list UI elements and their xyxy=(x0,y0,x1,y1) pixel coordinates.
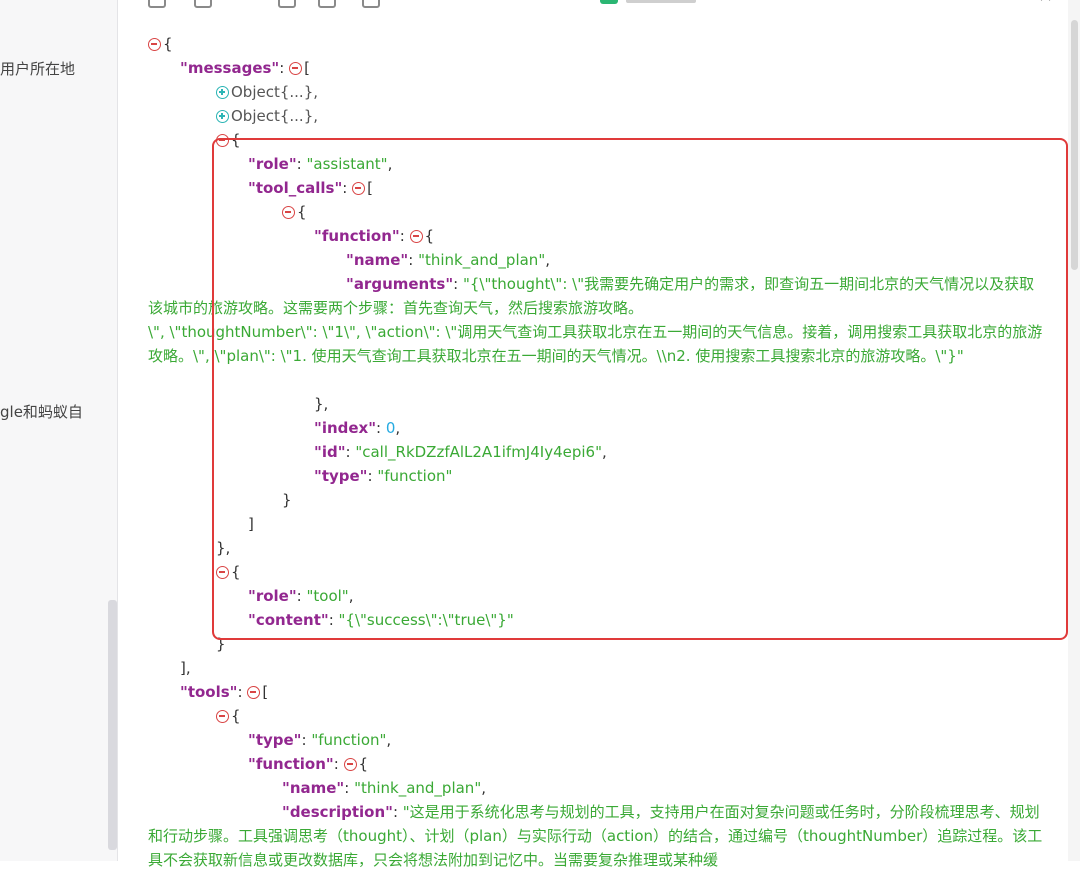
json-line: "function": { xyxy=(314,227,435,245)
sidebar-item[interactable]: gle和蚂蚁自 xyxy=(0,403,83,421)
json-line: "id": "call_RkDZzfAlL2A1ifmJ4Iy4epi6", xyxy=(314,443,607,461)
toolbar: ✕ xyxy=(118,0,1080,8)
json-line: { xyxy=(282,202,307,222)
json-line: } xyxy=(216,635,226,653)
collapse-icon[interactable] xyxy=(409,230,423,243)
json-line: "type": "function", xyxy=(248,731,392,749)
json-line: { xyxy=(216,706,241,726)
json-line: "type": "function" xyxy=(314,467,453,485)
json-key: "messages" xyxy=(180,59,280,77)
collapse-icon[interactable] xyxy=(343,758,357,771)
sidebar-scrollbar[interactable] xyxy=(108,600,117,850)
toolbar-icon[interactable] xyxy=(148,0,166,8)
json-key: "name" xyxy=(346,251,409,269)
json-line: "name": "think_and_plan", xyxy=(282,779,486,797)
json-line: { xyxy=(216,562,241,582)
json-string: "{\"thought\": \"我需要先确定用户的需求，即查询五一期间北京的天… xyxy=(148,275,1035,317)
json-key: "role" xyxy=(248,155,297,173)
json-line: "name": "think_and_plan", xyxy=(346,251,550,269)
json-line: ] xyxy=(248,515,254,533)
collapse-icon[interactable] xyxy=(247,686,261,699)
json-line: }, xyxy=(216,539,231,557)
json-line: "role": "assistant", xyxy=(248,155,393,173)
expand-icon[interactable] xyxy=(216,110,229,123)
json-key: "tools" xyxy=(180,683,238,701)
json-line: "index": 0, xyxy=(314,419,401,437)
json-key: "name" xyxy=(282,779,345,797)
sidebar-item[interactable]: 用户所在地 xyxy=(0,60,76,78)
expand-icon[interactable] xyxy=(216,86,229,99)
json-key: "type" xyxy=(248,731,302,749)
json-string: "{\"success\":\"true\"}" xyxy=(338,611,514,629)
json-line: "tools": [ xyxy=(180,683,269,701)
json-key: "type" xyxy=(314,467,368,485)
json-line: ], xyxy=(180,659,191,677)
json-line: "description": "这是用于系统化思考与规划的工具，支持用户在面对复… xyxy=(148,803,1043,869)
json-string: \", \"thoughtNumber\": \"1\", \"action\"… xyxy=(148,323,1043,365)
json-viewer: { "messages": [ Object{...}, Object{...}… xyxy=(148,0,1048,869)
json-line: "tool_calls": [ xyxy=(248,179,373,197)
collapse-icon[interactable] xyxy=(216,566,229,579)
json-line: Object{...}, xyxy=(216,82,318,102)
toolbar-icon[interactable] xyxy=(362,0,380,8)
json-line: "role": "tool", xyxy=(248,587,354,605)
json-line: "messages": [ xyxy=(180,59,310,77)
json-key: "index" xyxy=(314,419,377,437)
json-key: "function" xyxy=(314,227,400,245)
json-key: "arguments" xyxy=(346,275,454,293)
collapse-icon[interactable] xyxy=(352,182,366,195)
collapsed-object[interactable]: Object{...}, xyxy=(231,83,319,101)
collapse-icon[interactable] xyxy=(282,206,295,219)
collapsed-object[interactable]: Object{...}, xyxy=(231,107,319,125)
json-string: "think_and_plan" xyxy=(354,779,482,797)
json-key: "description" xyxy=(282,803,393,821)
json-key: "function" xyxy=(248,755,334,773)
json-line: "content": "{\"success\":\"true\"}" xyxy=(248,611,514,629)
toolbar-badge-icon[interactable] xyxy=(600,0,618,4)
json-line: } xyxy=(282,491,292,509)
json-line: "function": { xyxy=(248,755,369,773)
vertical-scrollbar-thumb[interactable] xyxy=(1071,20,1078,270)
json-line: }, xyxy=(314,395,329,413)
json-line: "arguments": "{\"thought\": \"我需要先确定用户的需… xyxy=(148,275,1035,317)
json-string: "think_and_plan" xyxy=(418,251,546,269)
toolbar-icon[interactable] xyxy=(318,0,336,8)
collapse-icon[interactable] xyxy=(289,62,303,75)
sidebar-divider xyxy=(117,0,118,861)
close-icon[interactable]: ✕ xyxy=(1038,0,1053,7)
json-key: "role" xyxy=(248,587,297,605)
json-string: "function" xyxy=(311,731,387,749)
toolbar-label xyxy=(626,0,696,3)
highlight-box xyxy=(212,138,1068,640)
json-string: "assistant" xyxy=(306,155,388,173)
toolbar-icon[interactable] xyxy=(194,0,212,8)
json-line: Object{...}, xyxy=(216,106,318,126)
sidebar: 用户所在地 gle和蚂蚁自 xyxy=(0,0,118,861)
json-key: "tool_calls" xyxy=(248,179,343,197)
collapse-icon[interactable] xyxy=(148,38,161,51)
toolbar-icon[interactable] xyxy=(278,0,296,8)
json-key: "content" xyxy=(248,611,329,629)
json-key: "id" xyxy=(314,443,346,461)
json-string: "call_RkDZzfAlL2A1ifmJ4Iy4epi6" xyxy=(355,443,602,461)
json-number: 0 xyxy=(385,419,396,437)
json-string: "tool" xyxy=(306,587,349,605)
collapse-icon[interactable] xyxy=(216,710,229,723)
json-string: "function" xyxy=(377,467,453,485)
json-line: \", \"thoughtNumber\": \"1\", \"action\"… xyxy=(148,320,1048,368)
json-line: { xyxy=(148,34,173,54)
